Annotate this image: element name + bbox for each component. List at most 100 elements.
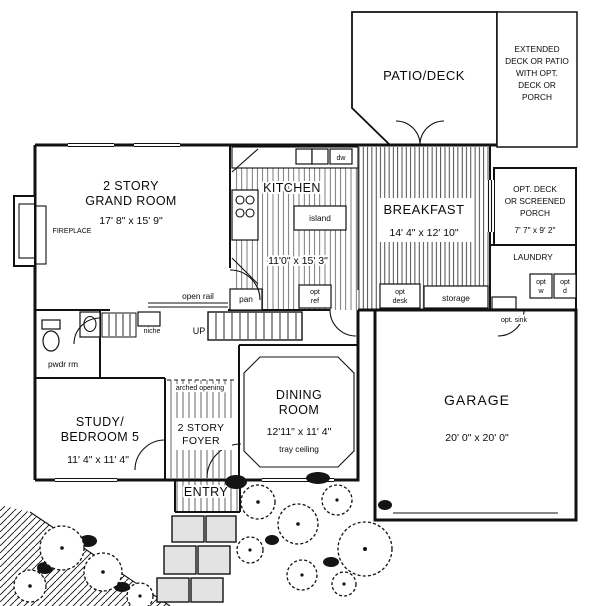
opt-porch-label: OR SCREENED xyxy=(505,196,566,206)
grand-room-dims: 17' 8" x 15' 9" xyxy=(99,215,163,227)
toilet-tank xyxy=(41,319,61,330)
extended-deck-label: DECK OR PATIO xyxy=(505,56,569,66)
opt-dryer-label: opt xyxy=(560,279,570,286)
opt-porch-room xyxy=(493,167,577,247)
breakfast-label: BREAKFAST xyxy=(383,202,464,217)
opt-porch-label: PORCH xyxy=(520,208,550,218)
stairs xyxy=(101,311,303,341)
garage-dims: 20' 0" x 20' 0" xyxy=(445,432,509,444)
dark-shrub xyxy=(306,472,330,484)
arched-opening-label: arched opening xyxy=(176,385,224,392)
storage-box xyxy=(423,285,489,309)
dark-shrub xyxy=(323,557,339,567)
bush xyxy=(321,484,353,516)
bush xyxy=(126,582,154,606)
tray-ceiling-outline xyxy=(243,356,355,468)
toilet-bowl xyxy=(42,330,60,352)
niche-box xyxy=(137,311,161,327)
open-rail-label: open rail xyxy=(182,291,214,301)
burner-icon xyxy=(245,208,255,218)
island xyxy=(293,205,347,231)
patio-label: PATIO/DECK xyxy=(383,68,465,83)
niche-label: niche xyxy=(144,328,161,335)
extended-deck-label: WITH OPT. xyxy=(516,68,558,78)
dining-label: ROOM xyxy=(279,403,320,417)
island-label: island xyxy=(309,213,331,223)
opt-desk-label: opt xyxy=(395,289,405,296)
sink-basin xyxy=(311,148,329,165)
bush xyxy=(277,503,319,545)
cooktop-counter xyxy=(231,189,259,241)
fireplace-label: FIREPLACE xyxy=(53,228,92,235)
opt-washer-box xyxy=(529,273,553,299)
powder-room-label: pwdr rm xyxy=(48,359,78,369)
dining-dims: 12'11" x 11' 4" xyxy=(267,426,332,438)
bush xyxy=(13,569,47,603)
grand-room-label: GRAND ROOM xyxy=(85,194,177,208)
extended-deck-label: EXTENDED xyxy=(514,44,559,54)
dishwasher xyxy=(329,148,353,165)
opt-sink-box xyxy=(491,296,517,310)
study-label: BEDROOM 5 xyxy=(61,430,140,444)
door-swings xyxy=(73,120,525,479)
opt-desk-label: desk xyxy=(393,298,408,305)
opt-porch-dims: 7' 7" x 9' 2" xyxy=(515,225,556,235)
open-rail xyxy=(148,302,228,308)
extended-deck-label: DECK OR xyxy=(518,80,556,90)
bush xyxy=(331,571,357,597)
dark-shrub xyxy=(378,500,392,510)
opt-ref-label: ref xyxy=(311,298,319,305)
garage-room xyxy=(373,308,578,522)
extended-deck-box xyxy=(496,11,578,148)
opt-ref-label: opt xyxy=(310,289,320,296)
bush xyxy=(39,525,85,571)
bush xyxy=(286,559,318,591)
burner-icon xyxy=(235,195,245,205)
walkway xyxy=(156,515,237,603)
foyer-label: 2 STORY xyxy=(178,422,225,434)
tray-ceiling-label: tray ceiling xyxy=(279,444,319,454)
bush xyxy=(240,484,276,520)
study-label: STUDY/ xyxy=(76,415,124,429)
powder-room xyxy=(41,311,101,352)
hall-builtins xyxy=(379,273,577,310)
bush xyxy=(83,552,123,592)
paver xyxy=(163,545,197,575)
kitchen-dims: 11'0" x 15' 3" xyxy=(268,255,328,267)
fireplace xyxy=(13,195,47,267)
up-label: UP xyxy=(193,326,206,336)
opt-washer-label: opt xyxy=(536,279,546,286)
grand-room-label: 2 STORY xyxy=(103,179,159,193)
burner-icon xyxy=(235,208,245,218)
sink-basin xyxy=(295,148,313,165)
entry-label: ENTRY xyxy=(184,485,228,499)
bush xyxy=(337,521,393,577)
burner-icon xyxy=(245,195,255,205)
pantry xyxy=(229,288,263,311)
patio-deck-area xyxy=(351,11,578,148)
windows xyxy=(55,141,494,484)
opt-sink-label: opt. sink xyxy=(501,317,528,324)
paver xyxy=(190,577,224,603)
extended-deck-label: PORCH xyxy=(522,92,552,102)
shrubs xyxy=(13,472,393,606)
bush xyxy=(236,536,264,564)
study-dims: 11' 4" x 11' 4" xyxy=(67,454,129,466)
labels: PATIO/DECK EXTENDED DECK OR PATIO WITH O… xyxy=(48,44,570,501)
garage-label: GARAGE xyxy=(444,392,510,408)
paver xyxy=(156,577,190,603)
label-backplate xyxy=(172,418,232,450)
label-backplate xyxy=(377,198,473,242)
dark-shrub xyxy=(225,475,247,489)
kitchen-label: KITCHEN xyxy=(263,181,321,195)
paver xyxy=(171,515,205,543)
laundry-label: LAUNDRY xyxy=(513,252,553,262)
kitchen-fixtures xyxy=(229,146,359,311)
dw-label: dw xyxy=(337,155,347,162)
opt-porch-label: OPT. DECK xyxy=(513,184,557,194)
dining-label: DINING xyxy=(276,388,322,402)
opt-ref-box xyxy=(298,284,332,309)
opt-washer-label: w xyxy=(537,288,544,295)
